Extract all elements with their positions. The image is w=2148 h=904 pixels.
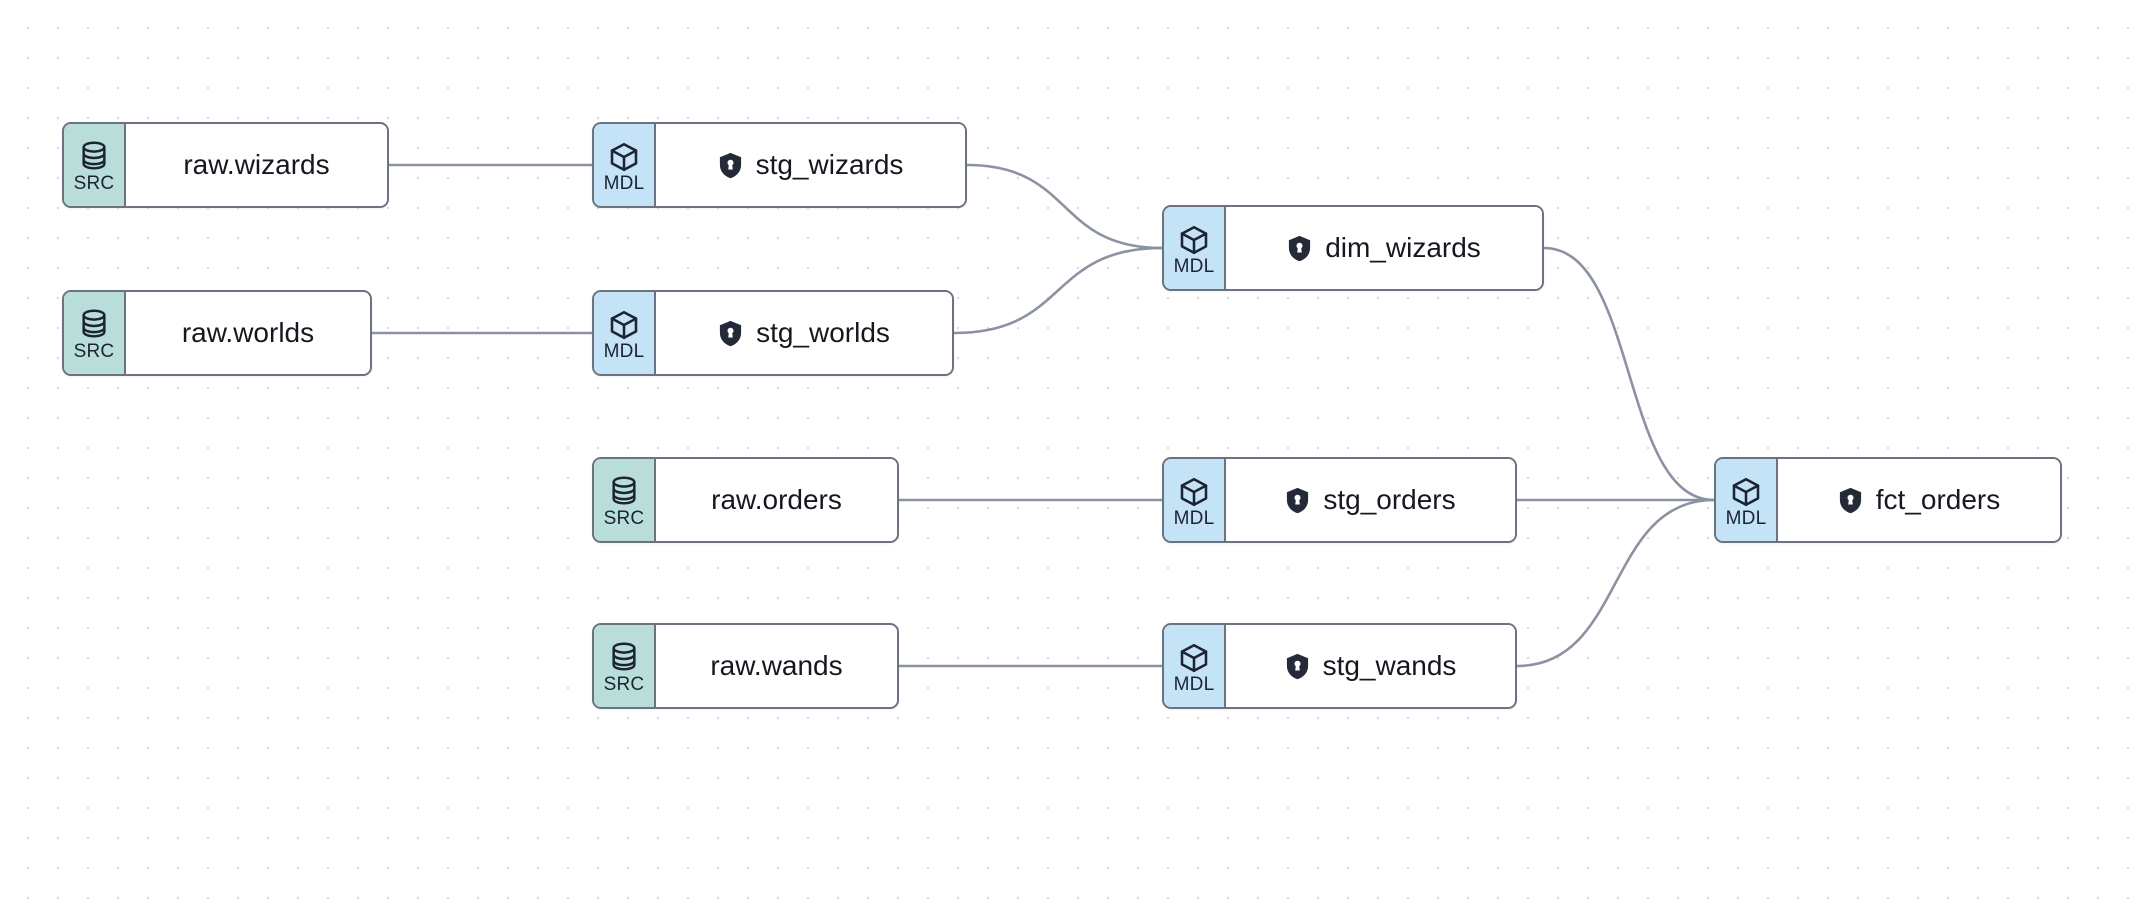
lineage-node-raw-wizards[interactable]: SRC raw.wizards <box>62 122 389 208</box>
node-body: stg_orders <box>1226 459 1515 541</box>
shield-lock-icon <box>718 152 743 179</box>
database-icon <box>609 641 639 674</box>
node-label: raw.worlds <box>181 317 315 348</box>
lineage-node-raw-wands[interactable]: SRC raw.wands <box>592 623 899 709</box>
node-label: stg_worlds <box>756 317 890 348</box>
shield-lock-icon <box>1285 487 1310 514</box>
node-type-badge: MDL <box>1716 459 1778 541</box>
node-type-label: SRC <box>73 340 115 362</box>
node-type-label: MDL <box>1173 255 1215 277</box>
node-type-badge: MDL <box>594 292 656 374</box>
database-icon <box>79 308 109 341</box>
edge-stg-worlds-to-dim-wizards <box>952 246 1164 335</box>
cube-icon <box>608 309 640 341</box>
node-body: raw.wizards <box>126 124 387 206</box>
node-type-badge: MDL <box>594 124 656 206</box>
node-type-label: MDL <box>603 340 645 362</box>
node-type-label: SRC <box>73 172 115 194</box>
lineage-node-stg-wizards[interactable]: MDL stg_wizards <box>592 122 967 208</box>
node-type-badge: SRC <box>594 459 656 541</box>
cube-icon <box>1178 476 1210 508</box>
node-label: dim_wizards <box>1325 232 1481 263</box>
shield-lock-icon <box>1285 653 1310 680</box>
node-label: raw.orders <box>711 484 842 515</box>
node-type-badge: MDL <box>1164 459 1226 541</box>
node-label: stg_orders <box>1323 484 1456 515</box>
node-body: stg_wizards <box>656 124 965 206</box>
lineage-node-stg-orders[interactable]: MDL stg_orders <box>1162 457 1517 543</box>
node-label: raw.wizards <box>183 149 330 180</box>
cube-icon <box>1730 476 1762 508</box>
node-label: stg_wizards <box>755 149 904 180</box>
lineage-node-raw-worlds[interactable]: SRC raw.worlds <box>62 290 372 376</box>
lineage-node-raw-orders[interactable]: SRC raw.orders <box>592 457 899 543</box>
node-body: fct_orders <box>1778 459 2060 541</box>
edge-dim-wizards-to-fct-orders <box>1542 246 1716 502</box>
lineage-node-stg-wands[interactable]: MDL stg_wands <box>1162 623 1517 709</box>
node-label: fct_orders <box>1875 484 2001 515</box>
node-type-label: MDL <box>1173 673 1215 695</box>
node-label: stg_wands <box>1322 650 1457 681</box>
node-type-label: MDL <box>603 172 645 194</box>
node-type-label: MDL <box>1725 507 1767 529</box>
node-type-label: SRC <box>603 507 645 529</box>
node-type-label: SRC <box>603 673 645 695</box>
node-type-badge: MDL <box>1164 207 1226 289</box>
database-icon <box>79 140 109 173</box>
cube-icon <box>608 141 640 173</box>
database-icon <box>609 475 639 508</box>
edge-stg-wizards-to-dim-wizards <box>965 163 1164 250</box>
node-type-label: MDL <box>1173 507 1215 529</box>
lineage-node-fct-orders[interactable]: MDL fct_orders <box>1714 457 2062 543</box>
node-type-badge: SRC <box>64 124 126 206</box>
node-body: raw.worlds <box>126 292 370 374</box>
node-type-badge: MDL <box>1164 625 1226 707</box>
node-body: stg_worlds <box>656 292 952 374</box>
node-body: raw.wands <box>656 625 897 707</box>
node-label: raw.wands <box>710 650 843 681</box>
node-body: dim_wizards <box>1226 207 1542 289</box>
node-type-badge: SRC <box>64 292 126 374</box>
cube-icon <box>1178 642 1210 674</box>
lineage-node-dim-wizards[interactable]: MDL dim_wizards <box>1162 205 1544 291</box>
lineage-node-stg-worlds[interactable]: MDL stg_worlds <box>592 290 954 376</box>
cube-icon <box>1178 224 1210 256</box>
shield-lock-icon <box>1838 487 1863 514</box>
node-body: stg_wands <box>1226 625 1515 707</box>
shield-lock-icon <box>718 320 743 347</box>
shield-lock-icon <box>1287 235 1312 262</box>
edge-stg-wands-to-fct-orders <box>1515 498 1716 668</box>
node-body: raw.orders <box>656 459 897 541</box>
node-type-badge: SRC <box>594 625 656 707</box>
